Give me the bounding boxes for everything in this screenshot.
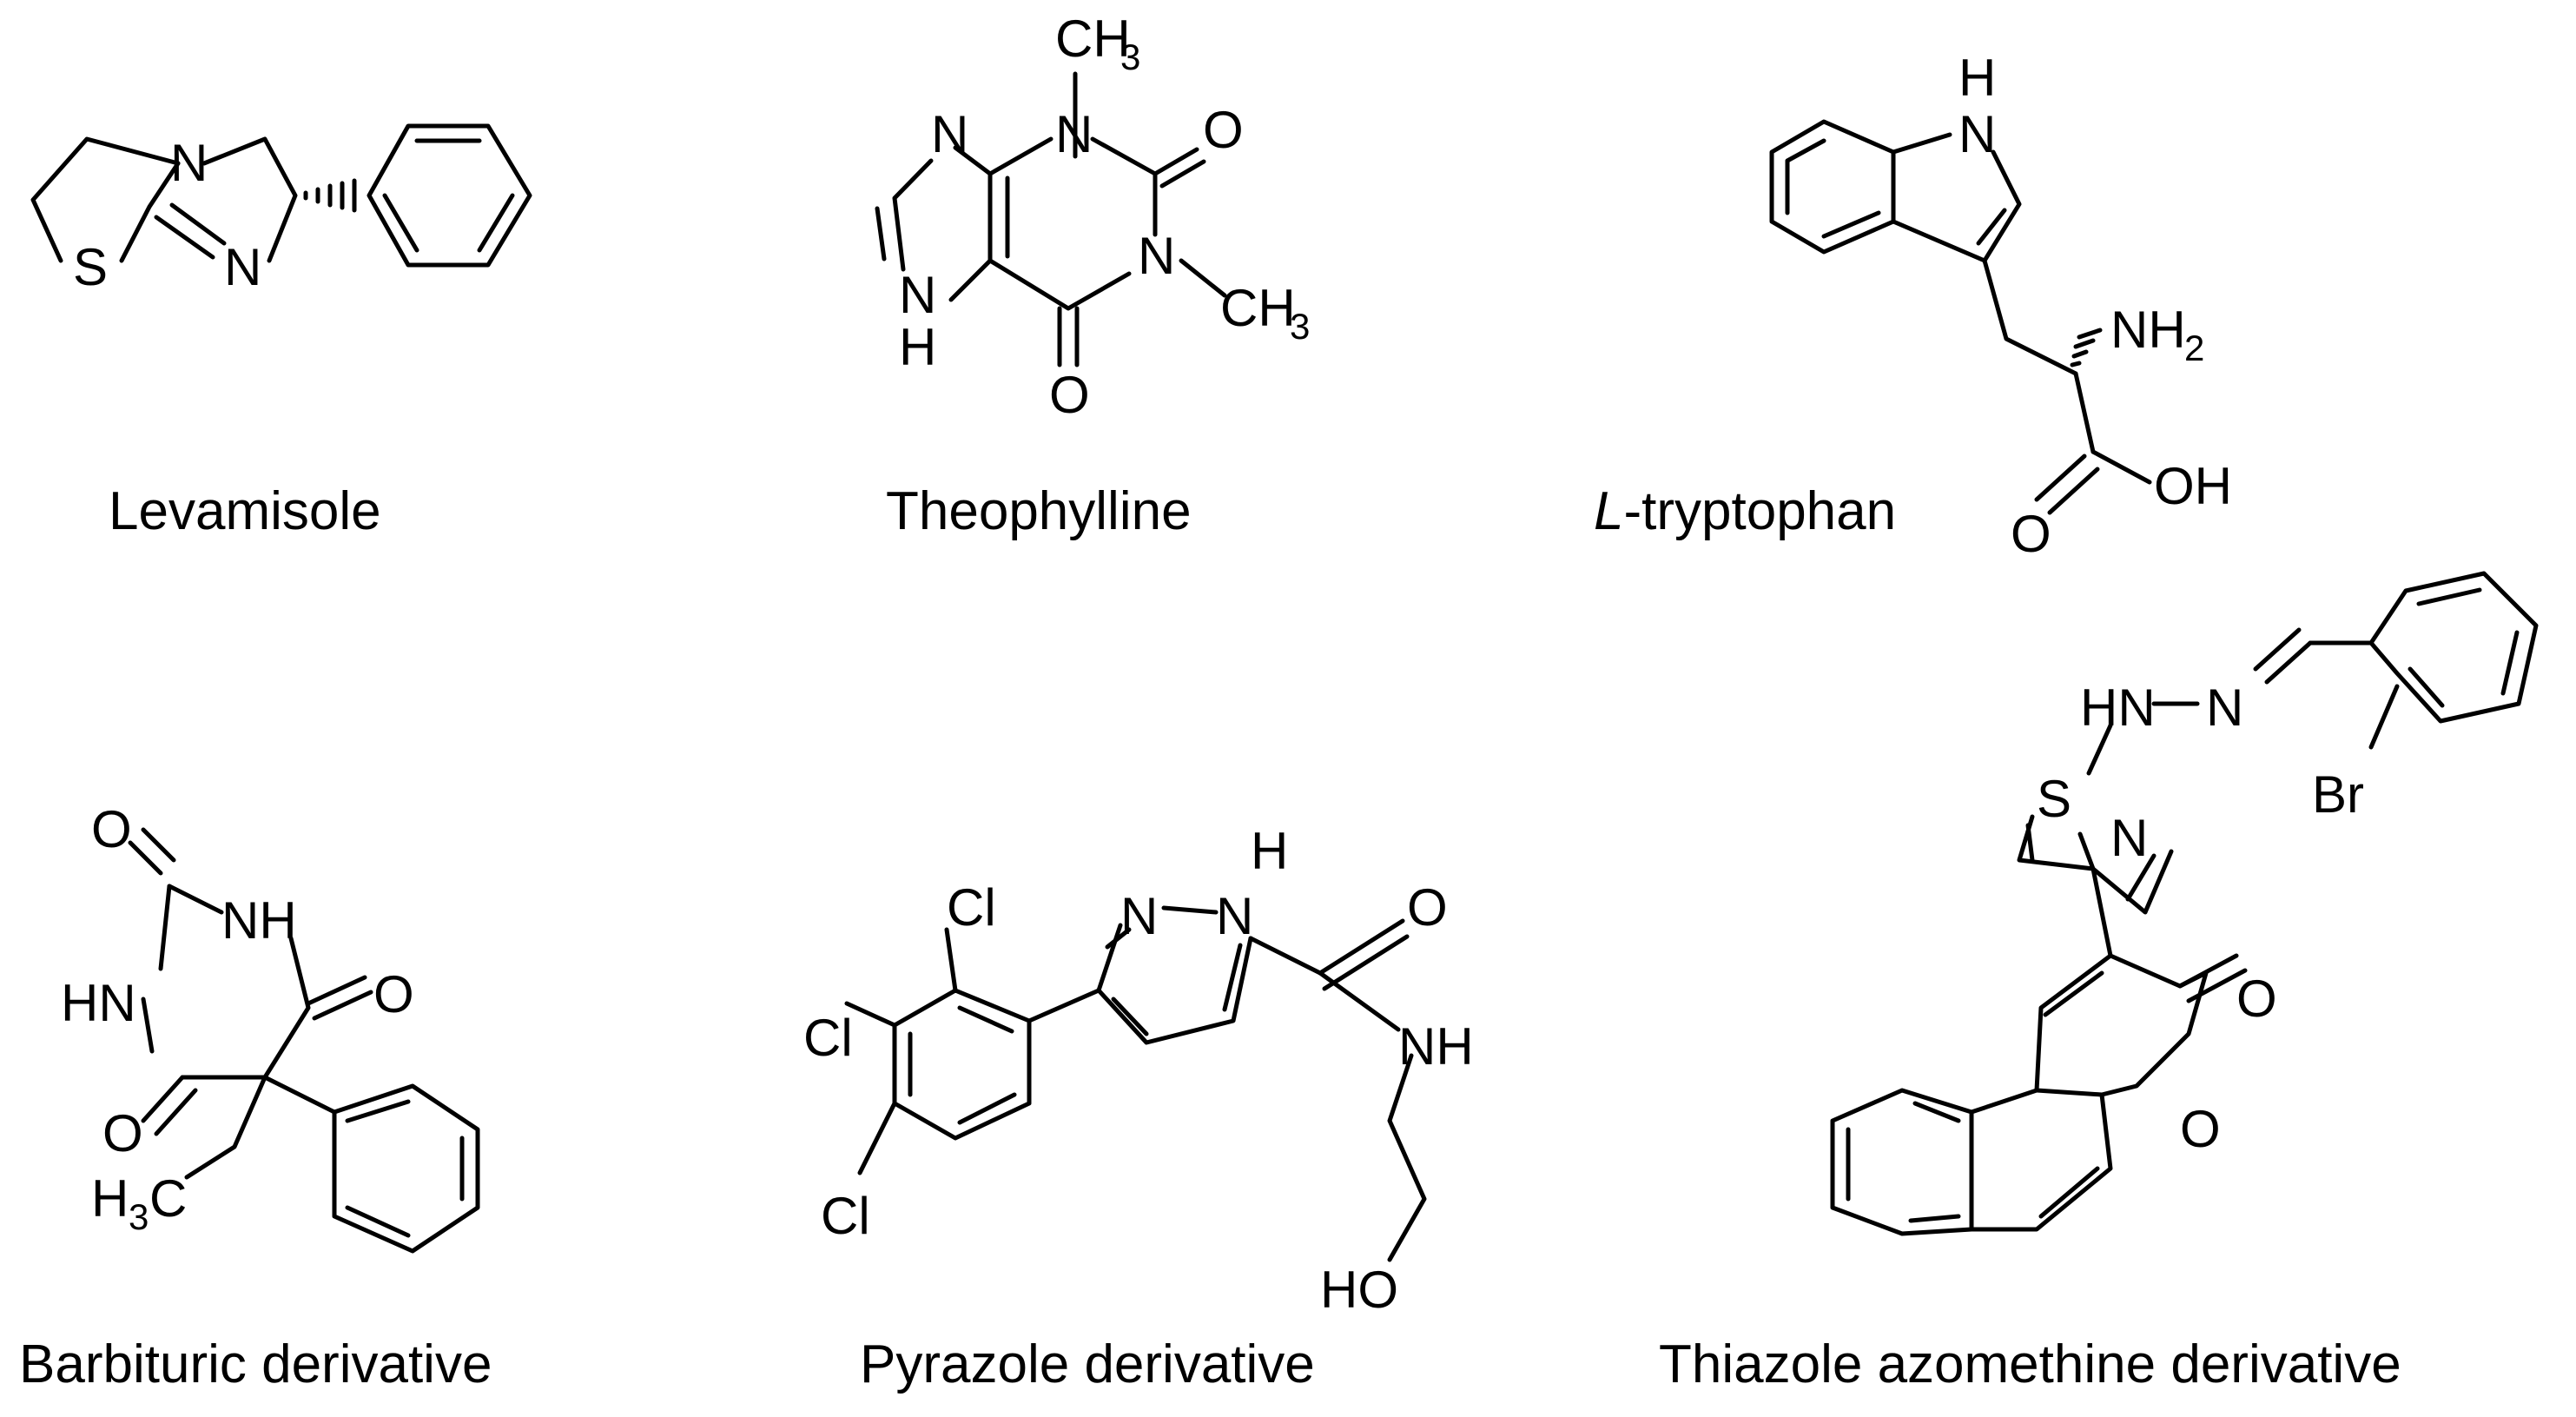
methyl-sub-3: 3: [1290, 306, 1310, 347]
atom-Cl: Cl: [821, 1187, 870, 1245]
atom-H: H: [1251, 822, 1288, 880]
hashed-wedge: [303, 178, 357, 213]
atom-O: O: [91, 800, 132, 858]
atom-O: O: [2180, 1100, 2221, 1158]
caption-tryptophan-rest: -tryptophan: [1623, 481, 1897, 541]
caption-tryptophan: L-tryptophan: [1594, 485, 1896, 539]
atom-Br: Br: [2312, 765, 2364, 824]
amine-NH: NH: [2110, 301, 2186, 359]
atom-O: O: [1407, 878, 1448, 937]
hashed-wedge: [2070, 328, 2103, 367]
hydrazone-N: N: [2206, 679, 2243, 737]
methyl-sub-3: 3: [1120, 36, 1140, 77]
caption-theophylline: Theophylline: [886, 481, 1192, 541]
pyrazole-structure: H N N O NH HO Cl Cl Cl: [803, 822, 1474, 1319]
hydroxyl-HO: HO: [1320, 1261, 1398, 1319]
atom-NH: NH: [1398, 1017, 1474, 1076]
hydroxyl-OH: OH: [2154, 457, 2232, 515]
hydrazone-HN: HN: [2080, 679, 2156, 737]
atom-N: N: [1055, 105, 1093, 163]
caption-barbituric: Barbituric derivative: [19, 1334, 492, 1394]
caption-tryptophan-prefix: L: [1594, 481, 1624, 541]
atom-Cl: Cl: [947, 878, 996, 937]
atom-N: N: [1216, 887, 1253, 945]
thiazole-structure: HN N Br S N O O: [1830, 571, 2539, 1236]
methyl-C: C: [149, 1169, 187, 1228]
atom-N: N: [2110, 809, 2148, 867]
barbituric-structure: O NH O HN O H 3 C: [61, 800, 480, 1254]
atom-Cl: Cl: [803, 1009, 853, 1067]
atom-H: H: [899, 318, 936, 376]
amine-sub-2: 2: [2184, 328, 2204, 368]
atom-N: N: [931, 105, 968, 163]
atom-O: O: [2236, 970, 2277, 1028]
atom-O: O: [373, 965, 414, 1023]
atom-O: O: [1203, 101, 1244, 159]
methyl-H: H: [91, 1169, 129, 1228]
caption-pyrazole: Pyrazole derivative: [860, 1334, 1315, 1394]
atom-N: N: [224, 238, 261, 296]
atom-N: N: [1138, 227, 1175, 285]
theophylline-structure: N N H N CH 3 O N CH 3 O: [875, 10, 1310, 424]
atom-H: H: [1958, 49, 1996, 107]
atom-NH: NH: [221, 891, 297, 950]
atom-S: S: [73, 238, 108, 296]
atom-O: O: [102, 1104, 143, 1162]
atom-HN: HN: [61, 974, 136, 1032]
atom-O: O: [1049, 366, 1090, 424]
levamisole-structure: N S N: [30, 123, 532, 296]
atom-O: O: [2011, 505, 2051, 563]
methyl-CH: CH: [1220, 279, 1296, 337]
atom-S: S: [2037, 770, 2071, 828]
atom-N: N: [899, 266, 936, 324]
atom-N: N: [170, 134, 208, 192]
atom-N: N: [1120, 887, 1158, 945]
methyl-sub-3: 3: [129, 1196, 149, 1237]
caption-levamisole: Levamisole: [109, 481, 381, 541]
atom-N: N: [1958, 105, 1996, 163]
tryptophan-structure: H N NH 2 OH O: [1769, 49, 2232, 563]
methyl-CH: CH: [1055, 10, 1131, 68]
caption-thiazole: Thiazole azomethine derivative: [1659, 1334, 2401, 1394]
